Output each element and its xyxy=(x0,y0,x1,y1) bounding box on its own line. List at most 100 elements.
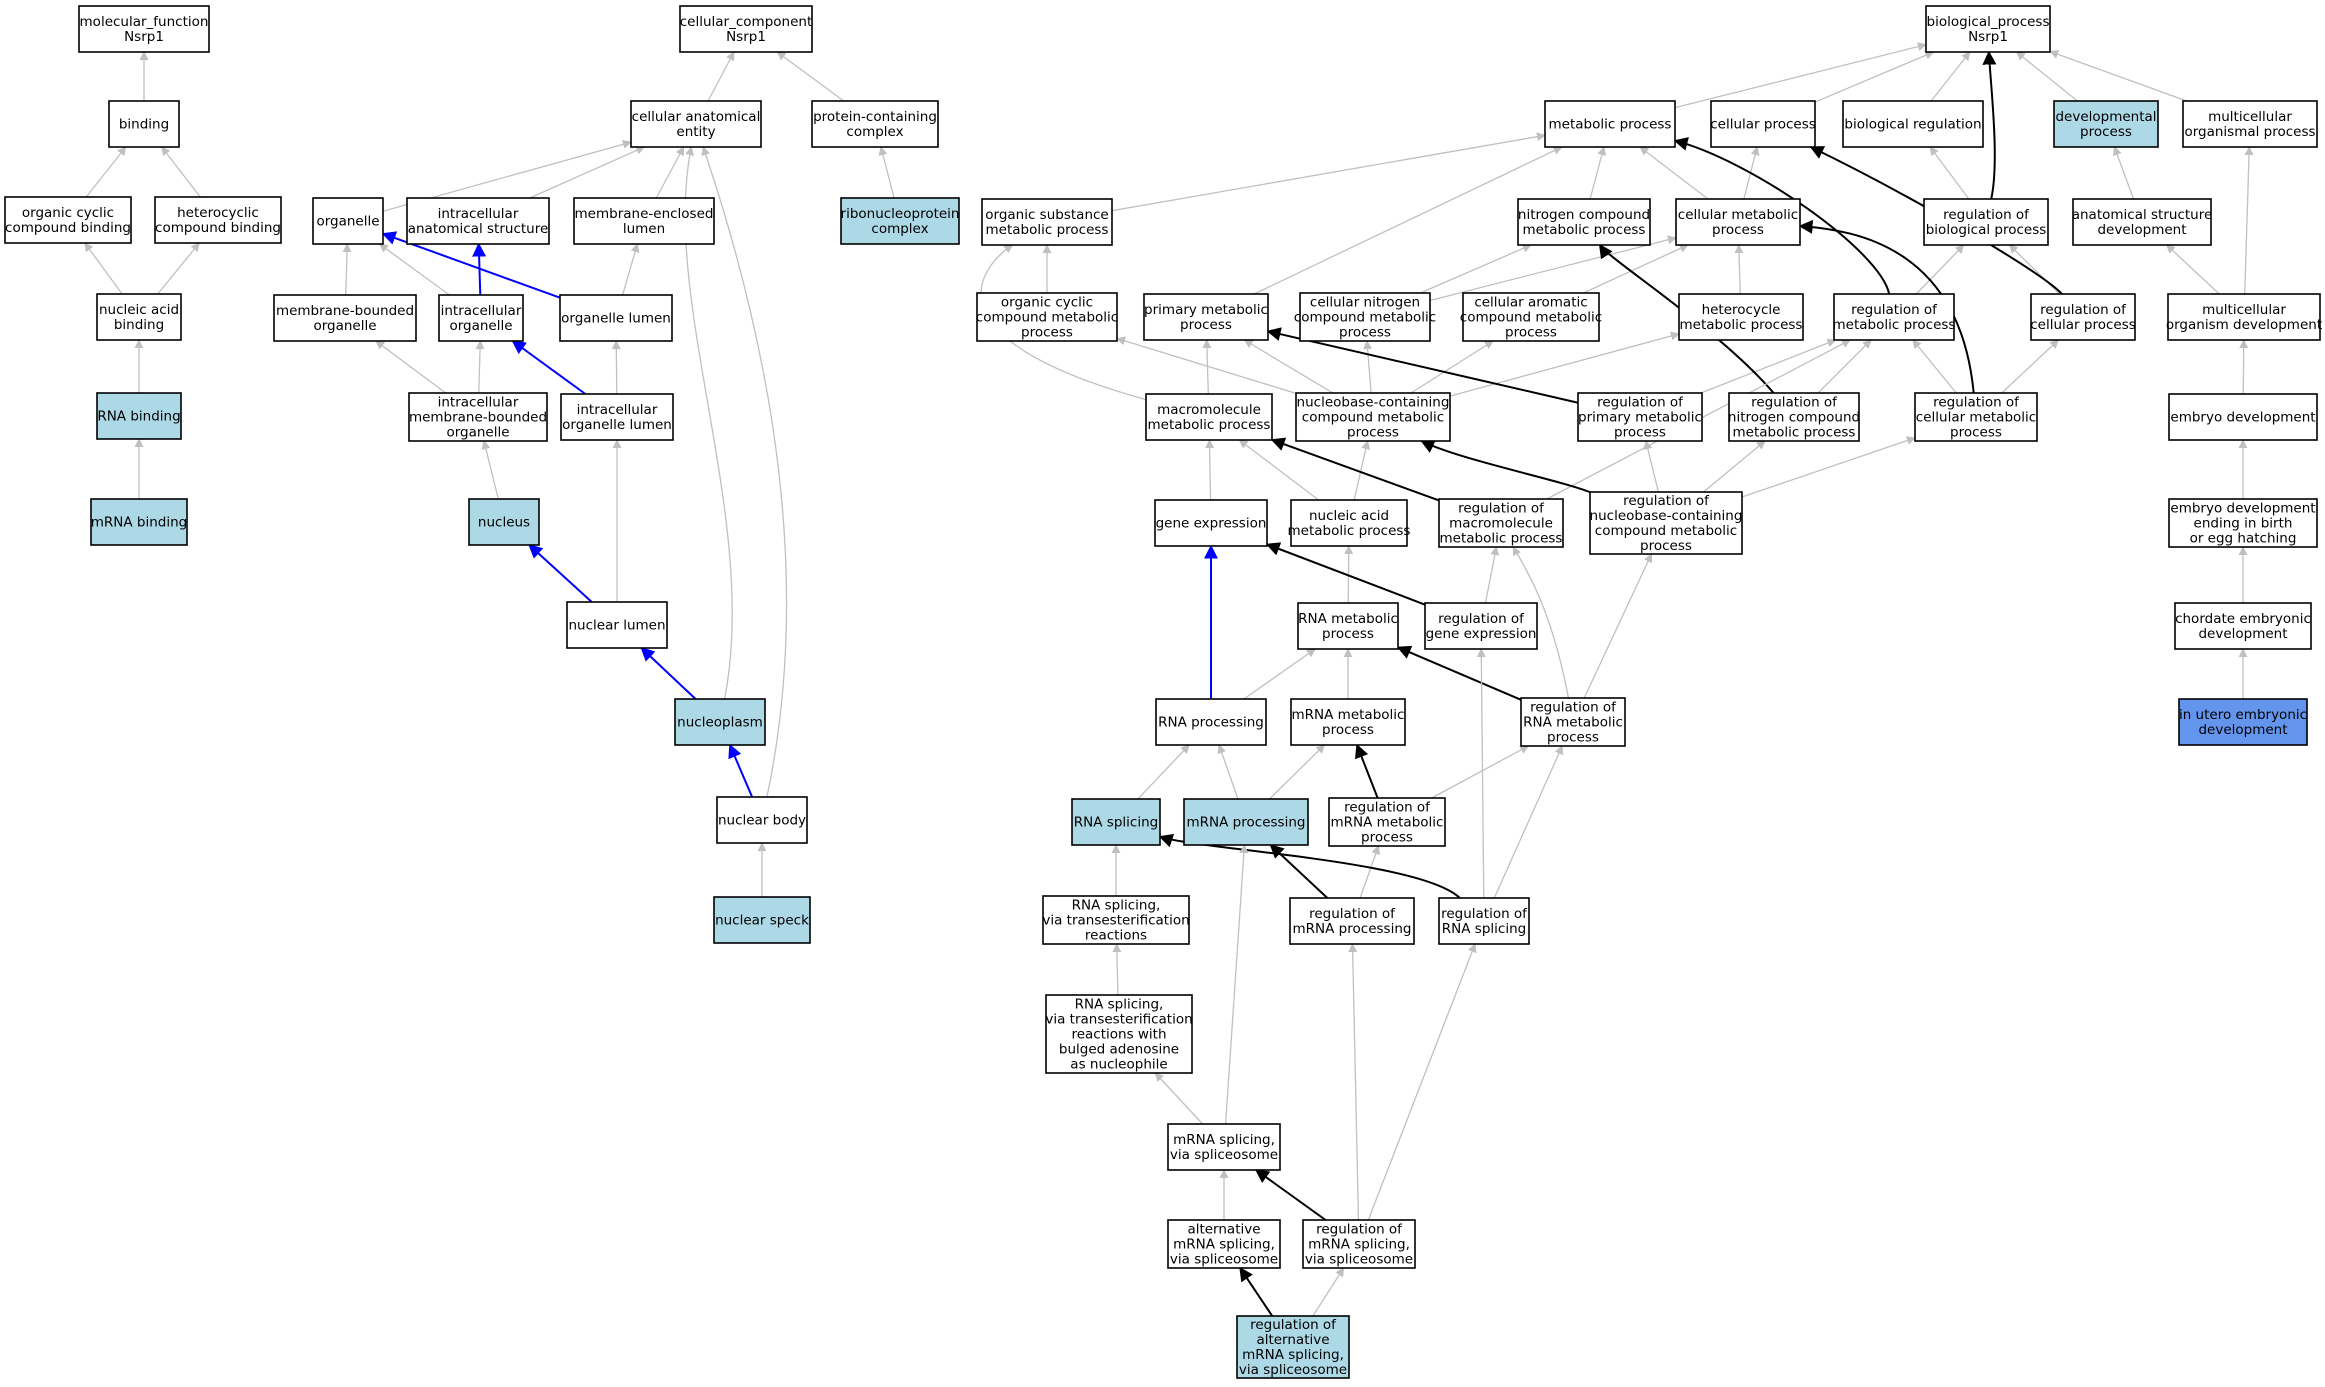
term-box xyxy=(1167,1123,1281,1171)
term-label-line: process xyxy=(1339,325,1391,341)
term-label-line: compound metabolic xyxy=(1302,410,1444,426)
term-node-nl[interactable]: nuclear lumen xyxy=(566,601,668,649)
term-node-metp[interactable]: metabolic process xyxy=(1544,100,1676,148)
term-node-bioreg[interactable]: biological regulation xyxy=(1842,100,1984,148)
term-node-nucleus[interactable]: nucleus xyxy=(468,498,540,546)
term-node-rna_bind[interactable]: RNA binding xyxy=(96,392,182,440)
term-node-embdev[interactable]: embryo development xyxy=(2168,393,2318,441)
term-node-geneexp[interactable]: gene expression xyxy=(1154,499,1268,547)
term-label-line: nitrogen compound xyxy=(1728,410,1860,426)
term-box xyxy=(4,196,132,244)
term-label-line: regulation of xyxy=(1933,395,2020,411)
term-box xyxy=(630,100,762,148)
term-node-np[interactable]: nucleoplasm xyxy=(674,698,766,746)
term-node-rnaproc[interactable]: RNA processing xyxy=(1155,698,1267,746)
term-node-rsvt[interactable]: RNA splicing,via transesterificationreac… xyxy=(1042,895,1190,945)
term-label-line: organelle xyxy=(449,318,512,334)
term-node-nb[interactable]: nuclear body xyxy=(716,796,808,844)
term-label-line: primary metabolic xyxy=(1144,302,1268,318)
term-node-binding[interactable]: binding xyxy=(108,100,180,148)
term-node-rsvtba[interactable]: RNA splicing,via transesterificationreac… xyxy=(1045,994,1193,1074)
term-node-mrnaproc[interactable]: mRNA processing xyxy=(1183,798,1309,846)
term-node-msvs[interactable]: mRNA splicing,via spliceosome xyxy=(1167,1123,1281,1171)
edge-part_of-np-to-nl xyxy=(640,647,697,700)
term-label-line: membrane-bounded xyxy=(276,303,414,319)
term-label-line: mRNA binding xyxy=(91,515,187,531)
term-node-ol[interactable]: organelle lumen xyxy=(559,294,673,342)
term-box xyxy=(1183,798,1309,846)
edge-is_a-mel-to-cae xyxy=(655,146,685,199)
term-box xyxy=(2167,293,2321,341)
edge-is_a-cmp-to-metp xyxy=(1639,146,1709,200)
term-node-regnbc[interactable]: regulation ofnucleobase-containingcompou… xyxy=(1589,491,1743,555)
term-label-line: reactions xyxy=(1085,928,1147,944)
term-node-ns[interactable]: nuclear speck xyxy=(713,896,811,944)
term-label-line: complex xyxy=(871,221,928,237)
term-box xyxy=(2182,100,2318,148)
term-label-line: regulation of xyxy=(1623,493,1710,509)
term-node-organelle[interactable]: organelle xyxy=(312,197,384,245)
term-node-cellp[interactable]: cellular process xyxy=(1710,100,1816,148)
term-label-line: metabolic process xyxy=(1523,222,1646,238)
edge-is_a-ncmp-to-metp xyxy=(1589,146,1607,200)
term-node-rnasplicing[interactable]: RNA splicing xyxy=(1071,798,1161,846)
term-label-line: via spliceosome xyxy=(1239,1362,1347,1378)
edge-is_a-macmp-to-pmp xyxy=(1202,339,1212,395)
edge-is_a-ias-to-cae xyxy=(529,146,646,199)
term-label-line: molecular_function xyxy=(80,14,209,30)
term-box xyxy=(312,197,384,245)
term-node-mrna_bind[interactable]: mRNA binding xyxy=(90,498,188,546)
edge-is_a-nbccmp-to-cacmp xyxy=(1410,340,1494,394)
